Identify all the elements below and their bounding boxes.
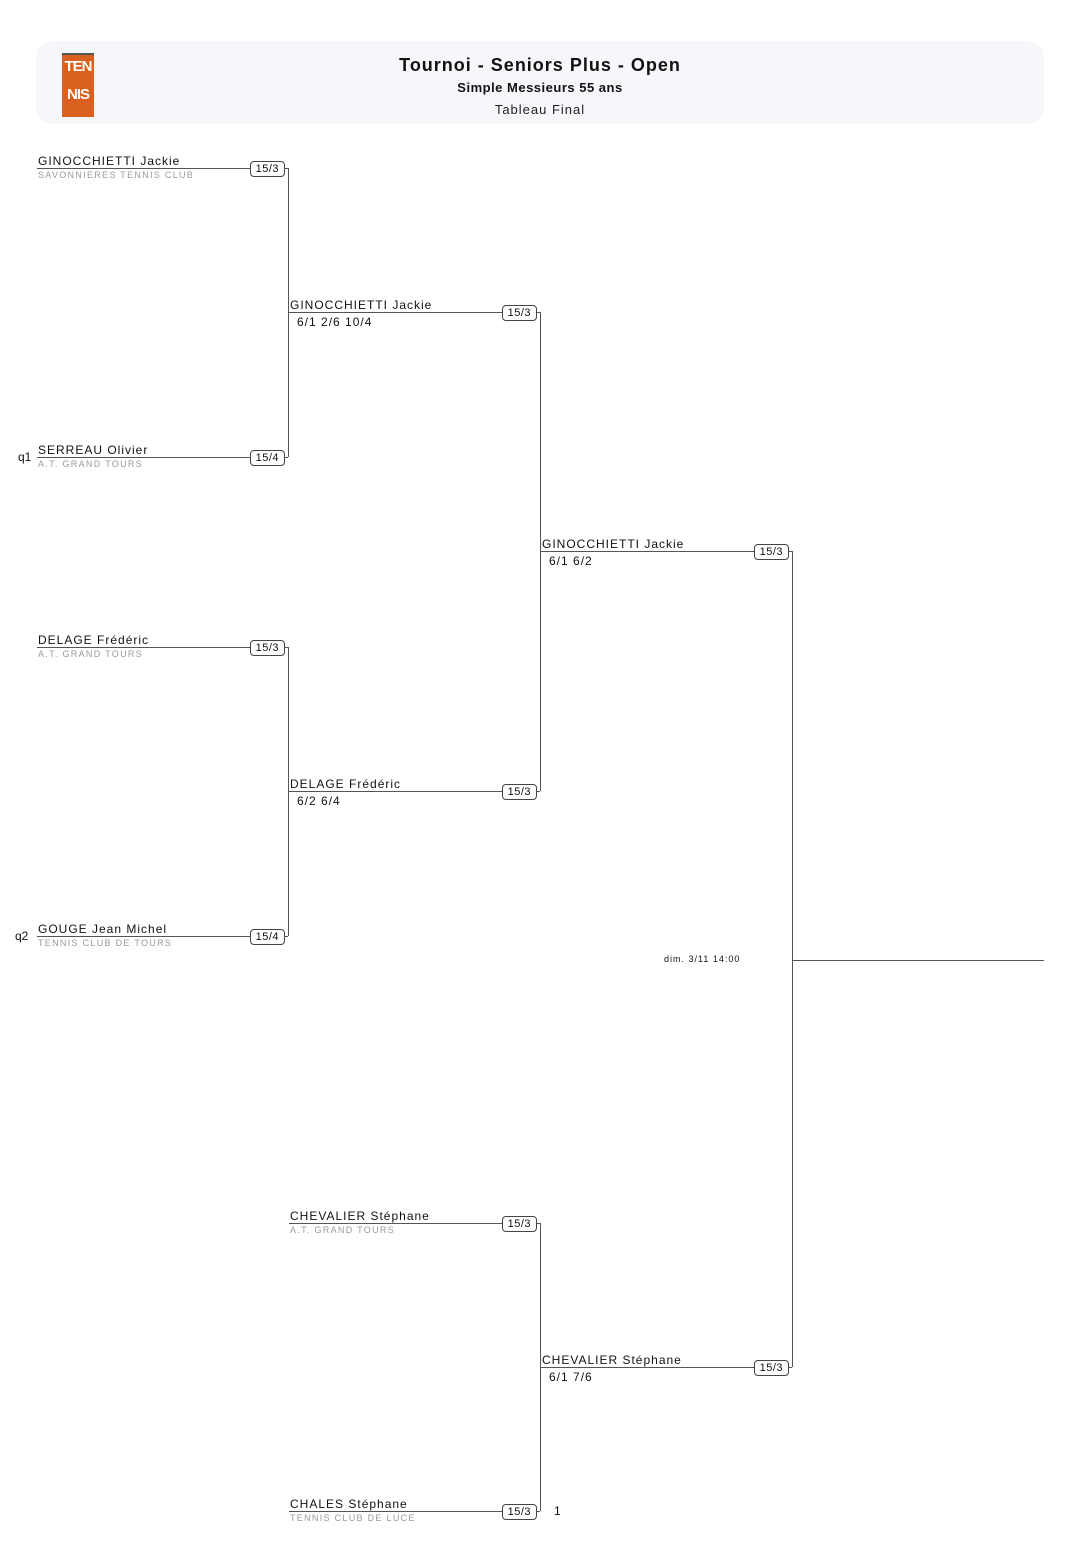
event-subtitle: Simple Messieurs 55 ans — [457, 80, 623, 95]
tournament-title: Tournoi - Seniors Plus - Open — [399, 55, 681, 75]
r1-entry[interactable]: DELAGE Frédéric A.T. GRAND TOURS 15/3 — [37, 633, 288, 659]
r2-entry[interactable]: DELAGE Frédéric 6/2 6/4 15/3 — [289, 777, 540, 808]
player-club: A.T. GRAND TOURS — [290, 1225, 395, 1235]
player-name: GINOCCHIETTI Jackie — [290, 298, 433, 312]
bracket-connector — [288, 168, 289, 457]
final-slot[interactable] — [793, 960, 1044, 961]
ranking-badge: 15/4 — [249, 450, 285, 466]
ranking-badge: 15/3 — [249, 640, 285, 656]
player-club: A.T. GRAND TOURS — [38, 649, 143, 659]
player-name: GINOCCHIETTI Jackie — [38, 154, 181, 168]
player-name: CHEVALIER Stéphane — [290, 1209, 430, 1223]
r1-entry[interactable]: GINOCCHIETTI Jackie SAVONNIERES TENNIS C… — [37, 154, 288, 180]
r1-entry[interactable]: SERREAU Olivier A.T. GRAND TOURS 15/4 — [37, 443, 288, 469]
player-name: CHALES Stéphane — [290, 1497, 408, 1511]
match-score: 6/1 7/6 — [549, 1370, 593, 1384]
r3-entry[interactable]: CHEVALIER Stéphane 6/1 7/6 15/3 — [541, 1353, 792, 1384]
player-name: CHEVALIER Stéphane — [542, 1353, 682, 1367]
match-score: 6/2 6/4 — [297, 794, 341, 808]
r3-entry[interactable]: GINOCCHIETTI Jackie 6/1 6/2 15/3 — [541, 537, 792, 568]
bracket-connector — [288, 647, 289, 936]
r2-entry[interactable]: GINOCCHIETTI Jackie 6/1 2/6 10/4 15/3 — [289, 298, 540, 329]
player-name: DELAGE Frédéric — [290, 777, 402, 791]
match-score: 6/1 2/6 10/4 — [297, 315, 373, 329]
player-club: TENNIS CLUB DE TOURS — [38, 938, 173, 948]
r2-entry[interactable]: CHEVALIER Stéphane A.T. GRAND TOURS 15/3 — [289, 1209, 540, 1235]
seed-label: 1 — [554, 1504, 561, 1518]
fft-tennis-logo: TEN ​·· NIS — [62, 53, 94, 117]
match-score: 6/1 6/2 — [549, 554, 593, 568]
seed-label: q2 — [15, 929, 29, 943]
r2-entry[interactable]: CHALES Stéphane TENNIS CLUB DE LUCE 15/3 — [289, 1497, 540, 1523]
ranking-badge: 15/3 — [753, 1360, 789, 1376]
ranking-badge: 15/3 — [501, 784, 537, 800]
r1-entry[interactable]: GOUGE Jean Michel TENNIS CLUB DE TOURS 1… — [37, 922, 288, 948]
player-club: A.T. GRAND TOURS — [38, 459, 143, 469]
ranking-badge: 15/3 — [753, 544, 789, 560]
match-schedule: dim. 3/11 14:00 — [664, 954, 741, 964]
ranking-badge: 15/3 — [501, 1216, 537, 1232]
player-club: TENNIS CLUB DE LUCE — [290, 1513, 416, 1523]
seed-label: q1 — [18, 450, 32, 464]
bracket-connector — [540, 1223, 541, 1511]
player-name: DELAGE Frédéric — [38, 633, 150, 647]
ranking-badge: 15/4 — [249, 929, 285, 945]
player-name: GOUGE Jean Michel — [38, 922, 168, 936]
ranking-badge: 15/3 — [501, 305, 537, 321]
bracket-connector — [540, 312, 541, 791]
draw-name: Tableau Final — [494, 102, 586, 117]
header-banner — [36, 41, 1044, 124]
ranking-badge: 15/3 — [501, 1504, 537, 1520]
player-name: SERREAU Olivier — [38, 443, 149, 457]
player-club: SAVONNIERES TENNIS CLUB — [38, 170, 195, 180]
bracket-connector — [792, 551, 793, 1367]
ranking-badge: 15/3 — [249, 161, 285, 177]
player-name: GINOCCHIETTI Jackie — [542, 537, 685, 551]
